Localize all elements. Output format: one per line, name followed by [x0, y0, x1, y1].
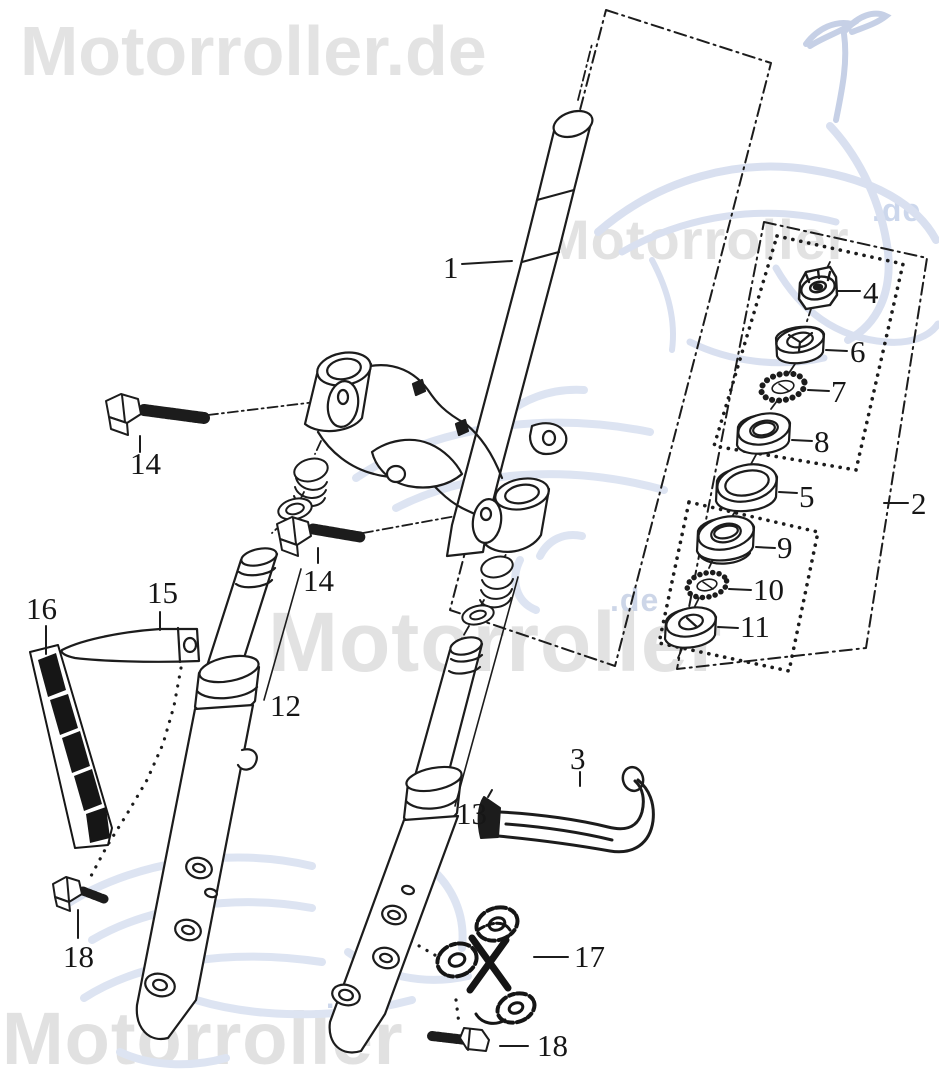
part-18-bolt-right	[427, 1027, 490, 1052]
callout-13: 13	[456, 796, 487, 831]
part-8-bearing-race	[735, 412, 792, 455]
callout-4: 4	[863, 275, 879, 310]
part-1-steering-stem	[445, 109, 594, 558]
watermark-tld-middle: .de	[610, 582, 660, 618]
callout-7: 7	[831, 374, 847, 409]
triple-clamp	[303, 351, 568, 553]
part-11-bearing-race	[663, 606, 718, 649]
part-14-bolt-lower	[276, 516, 366, 557]
callout-14-lower: 14	[303, 563, 334, 598]
callout-18-left: 18	[63, 939, 94, 974]
watermark-brand-middle: Motorroller	[268, 595, 723, 689]
callout-11: 11	[740, 609, 770, 644]
callout-1: 1	[443, 250, 459, 285]
part-3-cable-guide	[477, 765, 655, 854]
callout-16: 16	[26, 591, 57, 626]
left-fork-cap-and-washer	[277, 457, 329, 521]
callout-17: 17	[574, 939, 605, 974]
group-box-lower-bearing-dotted	[657, 500, 820, 673]
part-9-bearing-cone	[695, 515, 756, 565]
group-box-upper-bearing-dotted	[712, 234, 905, 472]
right-fork-cap-and-washer	[461, 555, 514, 626]
group-box-bearing-set-2	[676, 221, 928, 670]
part-16-reflector-bracket	[29, 644, 113, 849]
part-15-bracket	[60, 626, 201, 664]
callout-5: 5	[799, 479, 815, 514]
callout-14-upper: 14	[130, 446, 161, 481]
part-18-bolt-left	[52, 876, 109, 912]
part-14-bolt-upper	[105, 393, 210, 436]
part-4-steering-nut	[797, 265, 839, 311]
callout-6: 6	[850, 334, 866, 369]
callout-8: 8	[814, 424, 830, 459]
part-7-ball-ring	[758, 370, 808, 404]
callout-2: 2	[911, 486, 927, 521]
callout-3: 3	[570, 741, 586, 776]
callout-18-right: 18	[537, 1028, 568, 1063]
part-10-ball-ring	[684, 569, 730, 601]
part-13-right-fork-leg	[328, 636, 484, 1054]
part-5-bearing-ring	[714, 463, 779, 513]
callout-10: 10	[753, 572, 784, 607]
callout-12: 12	[270, 688, 301, 723]
callout-15: 15	[147, 575, 178, 610]
part-6-bearing-cover	[774, 325, 826, 365]
callout-leader-lines	[45, 260, 909, 1047]
watermark-brand-top: Motorroller.de	[20, 12, 487, 90]
part-12-left-fork-leg	[135, 547, 279, 1041]
callout-9: 9	[777, 530, 793, 565]
part-17-axle-bracket	[435, 905, 537, 1025]
